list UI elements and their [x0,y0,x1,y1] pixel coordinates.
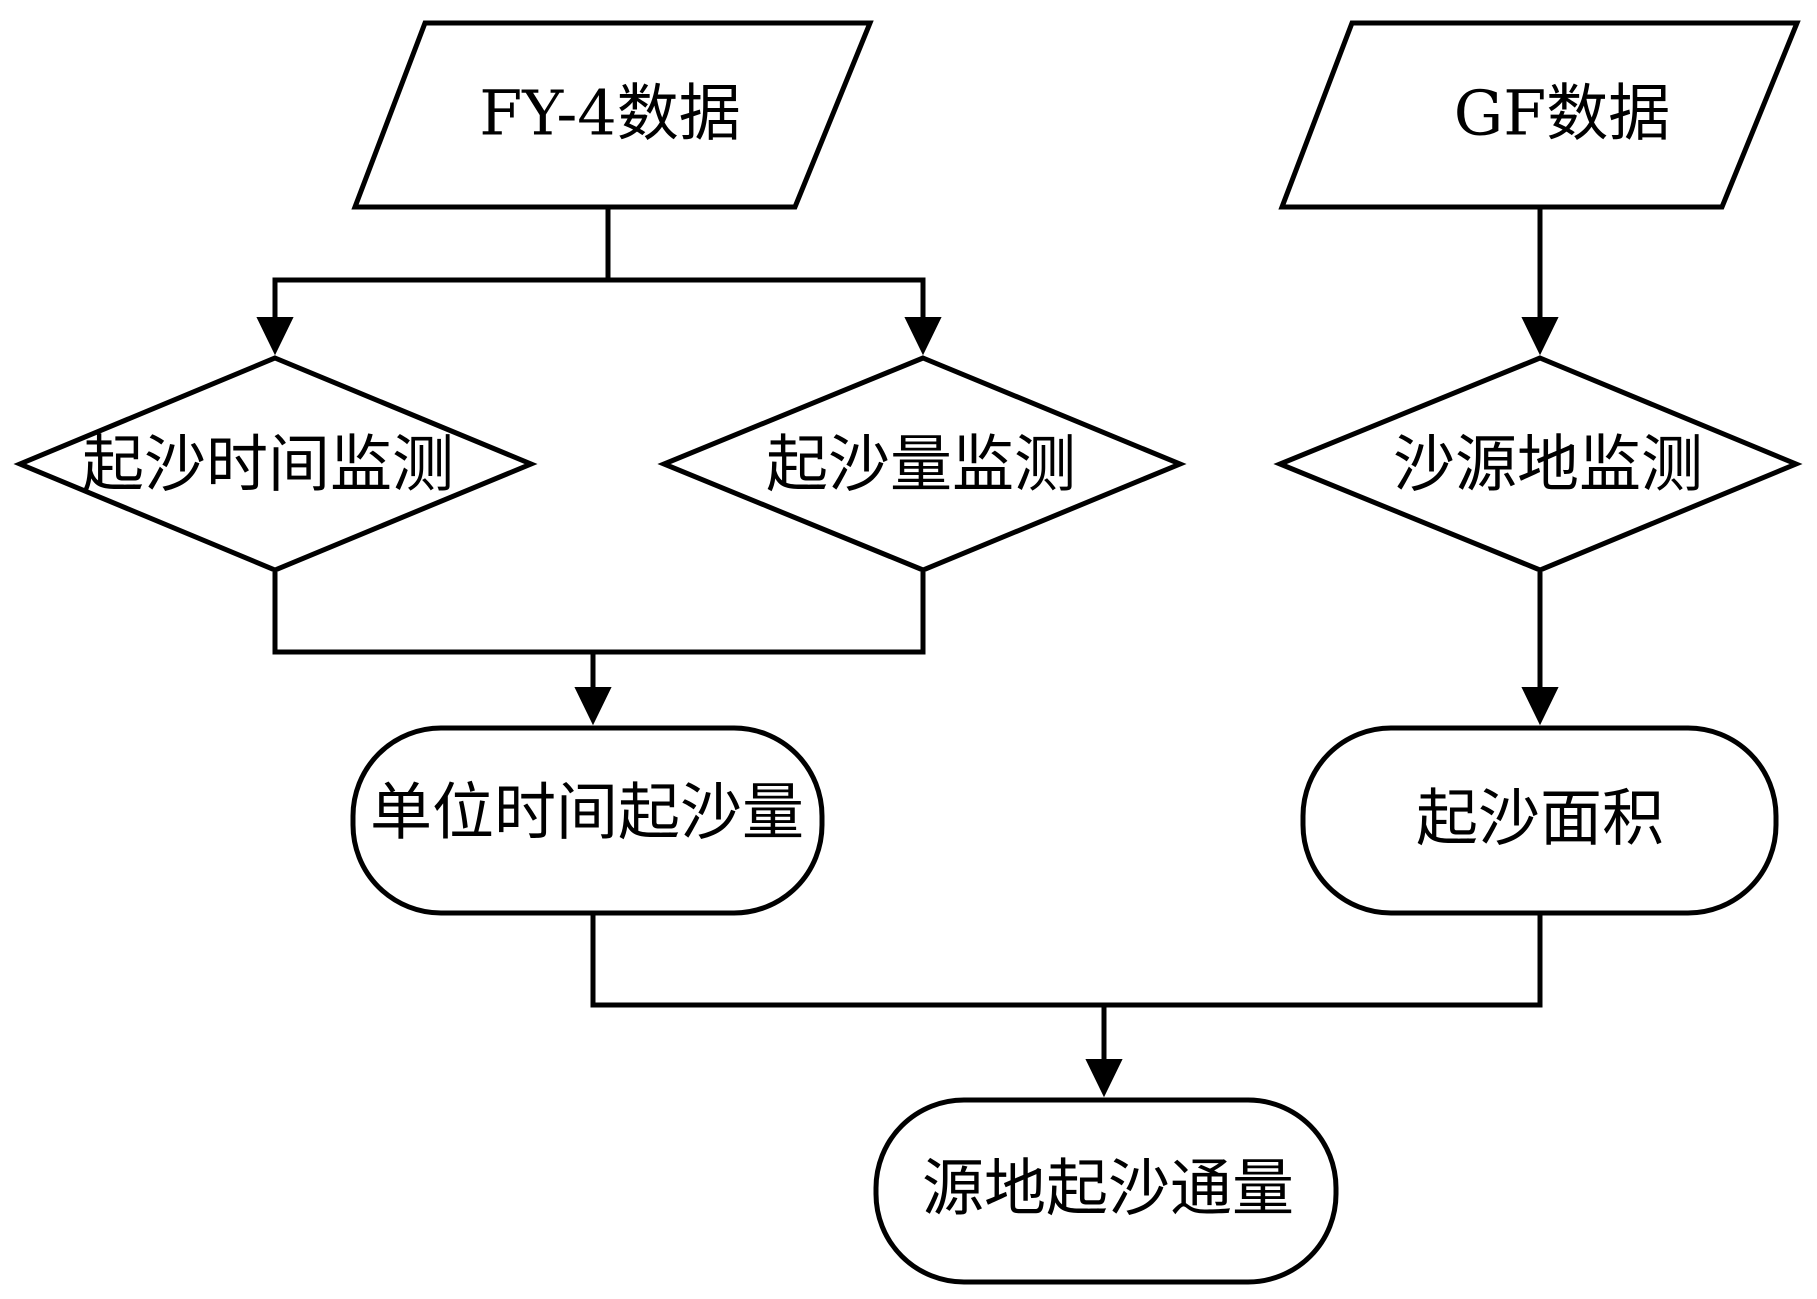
node-sand-time-monitor-label: 起沙时间监测 [82,428,454,501]
arrow-to-sand-area [1521,687,1559,726]
arrow-to-source-sand-flux [1085,1059,1123,1098]
node-sand-time-monitor: 起沙时间监测 [13,355,538,573]
node-source-sand-flux: 源地起沙通量 [873,1097,1339,1285]
arrow-to-sand-time-monitor [256,317,294,356]
node-sand-amount-monitor-label: 起沙量监测 [766,428,1076,501]
arrow-to-sand-amount-monitor [904,317,942,356]
connector-diamonds-merge [272,572,926,655]
arrow-to-unit-time-sand [574,687,612,726]
node-source-sand-flux-label: 源地起沙通量 [922,1152,1294,1225]
node-gf-data: GF数据 [1278,20,1801,210]
node-unit-time-sand: 单位时间起沙量 [350,725,825,916]
arrow-to-sand-source-monitor [1521,317,1559,356]
node-sand-area: 起沙面积 [1300,725,1779,916]
node-sand-area-label: 起沙面积 [1416,782,1664,855]
node-sand-amount-monitor: 起沙量监测 [657,355,1187,573]
node-unit-time-sand-label: 单位时间起沙量 [370,776,804,849]
node-fy4-data: FY-4数据 [351,20,874,210]
node-fy4-data-label: FY-4数据 [479,77,741,150]
node-sand-source-monitor-label: 沙源地监测 [1393,428,1703,501]
node-gf-data-label: GF数据 [1454,77,1671,150]
connector-final-merge [590,913,1543,1008]
node-sand-source-monitor: 沙源地监测 [1273,355,1803,573]
connector-fy4-branch [272,277,926,320]
connectors [256,205,1559,1098]
